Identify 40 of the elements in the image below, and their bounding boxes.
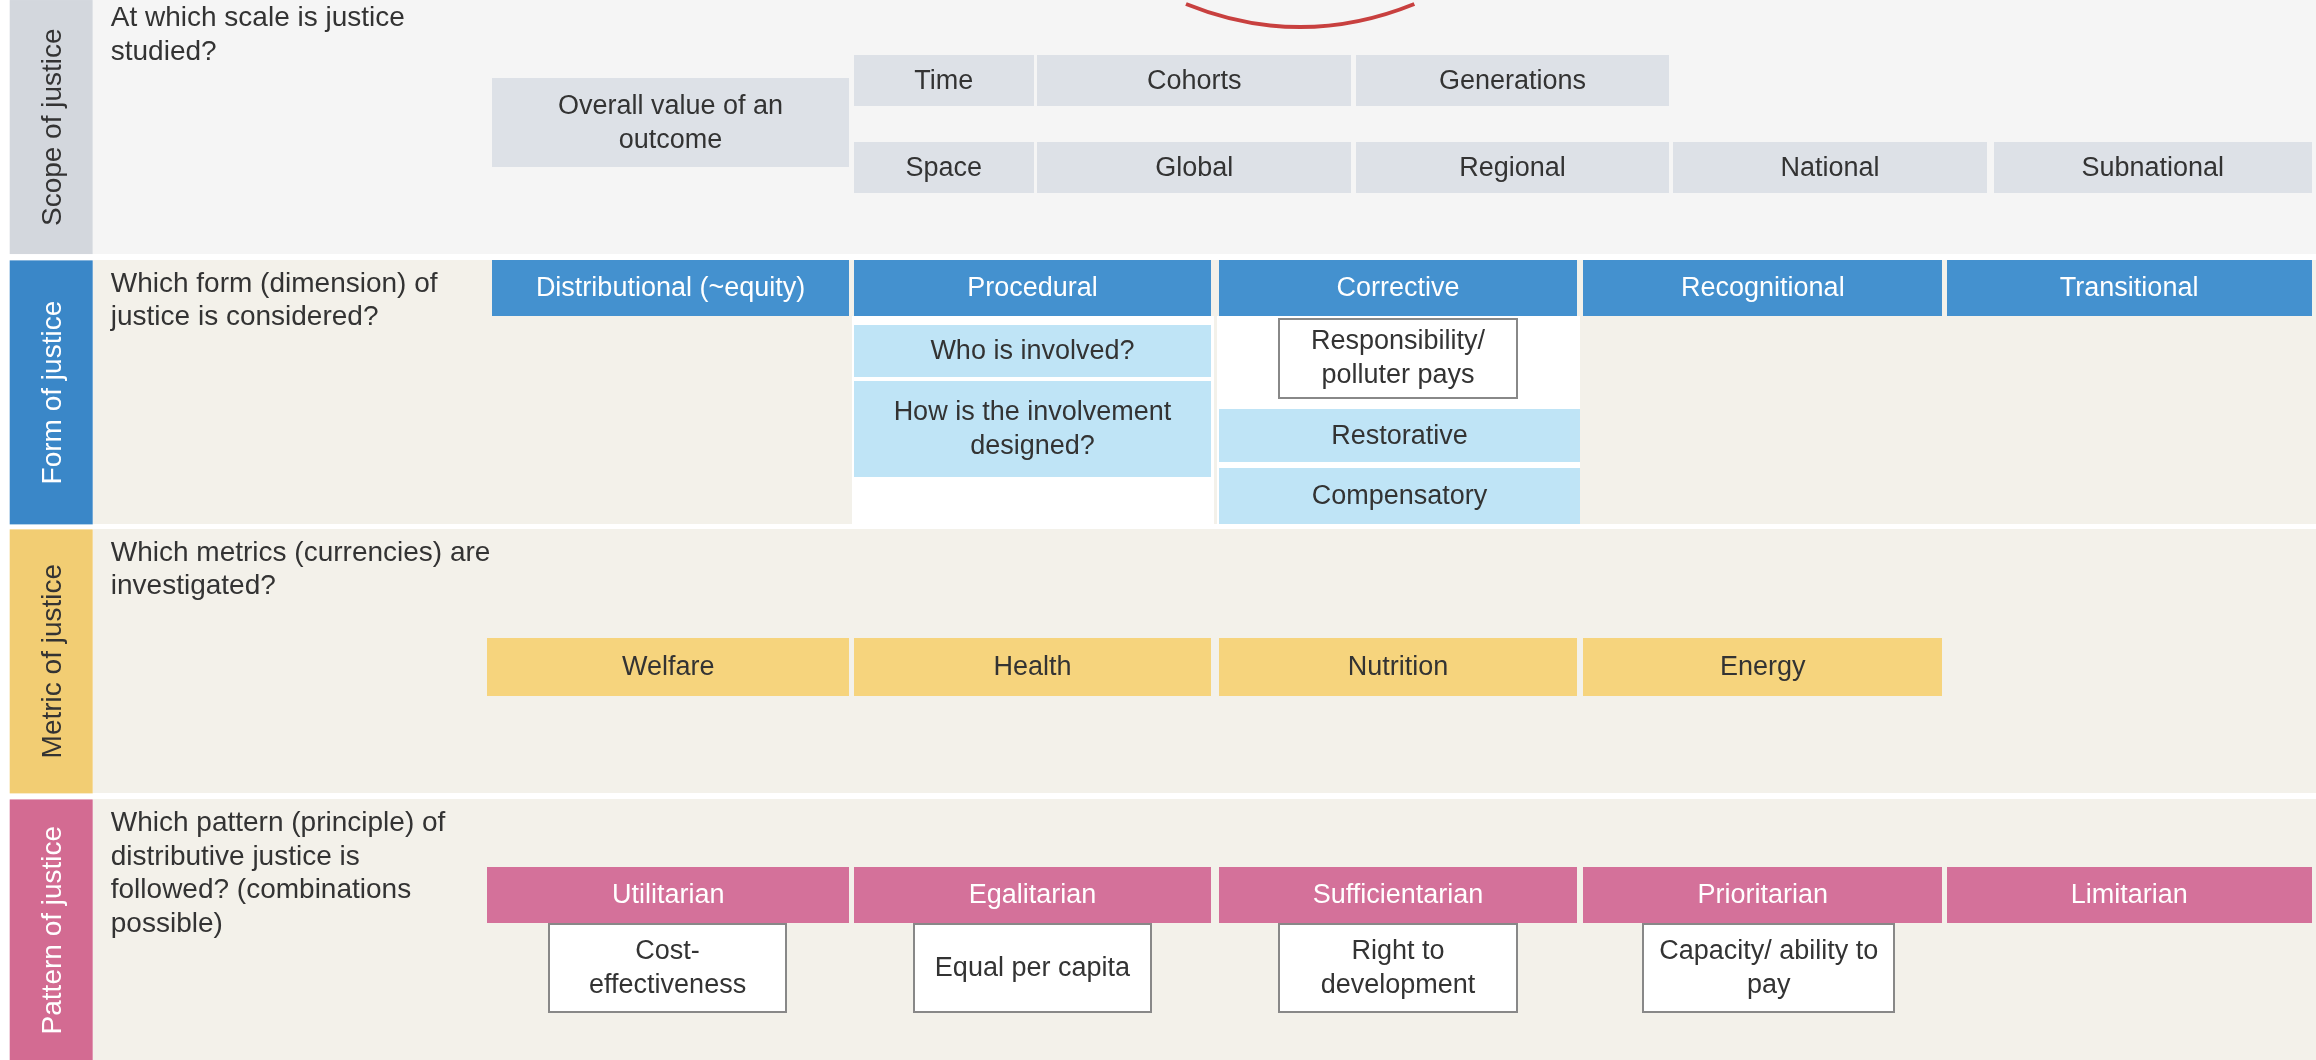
category-box: National xyxy=(1673,141,1987,194)
category-box: Equal per capita xyxy=(912,923,1153,1014)
header-bar: Procedural xyxy=(853,259,1212,317)
category-box: Cohorts xyxy=(1036,54,1352,107)
side-band: Scope of justice xyxy=(10,0,94,255)
category-box: Regional xyxy=(1355,141,1670,194)
category-box: Global xyxy=(1036,141,1352,194)
side-band: Form of justice xyxy=(10,259,94,525)
category-box: Compensatory xyxy=(1218,468,1581,525)
question-text: Which metrics (currencies) are investigated? xyxy=(110,534,492,602)
question-text: Which form (dimension) of justice is considered? xyxy=(110,265,439,334)
category-box: Who is involved? xyxy=(853,324,1212,377)
category-box: Generations xyxy=(1355,54,1670,107)
category-box: Cost-effectiveness xyxy=(547,923,788,1014)
category-box: Responsibility/ polluter pays xyxy=(1277,317,1519,399)
category-box: Overall value of an outcome xyxy=(491,78,850,167)
category-box: Capacity/ ability to pay xyxy=(1642,923,1896,1014)
category-box: Space xyxy=(853,141,1034,194)
category-box: How is the involvement designed? xyxy=(853,381,1212,478)
question-text: At which scale is justice studied? xyxy=(110,0,406,68)
category-box: Energy xyxy=(1583,638,1943,696)
header-bar: Utilitarian xyxy=(487,867,850,924)
side-band: Metric of justice xyxy=(10,528,94,794)
header-bar: Prioritarian xyxy=(1583,867,1943,924)
header-bar: Corrective xyxy=(1218,259,1578,317)
header-bar: Transitional xyxy=(1946,259,2312,317)
category-box: Health xyxy=(853,638,1212,696)
question-text: Which pattern (principle) of distributive justice is followed? (combinations possible) xyxy=(110,805,447,940)
header-bar: Distributional (~equity) xyxy=(491,259,850,317)
side-band: Pattern of justice xyxy=(10,799,94,1060)
category-box: Time xyxy=(853,54,1034,107)
header-bar: Sufficientarian xyxy=(1218,867,1578,924)
category-box: Welfare xyxy=(487,638,850,696)
category-box: Subnational xyxy=(1994,141,2312,194)
category-box: Restorative xyxy=(1218,409,1581,463)
category-box: Right to development xyxy=(1277,923,1519,1014)
header-bar: Egalitarian xyxy=(853,867,1212,924)
header-bar: Limitarian xyxy=(1946,867,2312,924)
header-bar: Recognitional xyxy=(1583,259,1943,317)
category-box: Nutrition xyxy=(1218,638,1578,696)
